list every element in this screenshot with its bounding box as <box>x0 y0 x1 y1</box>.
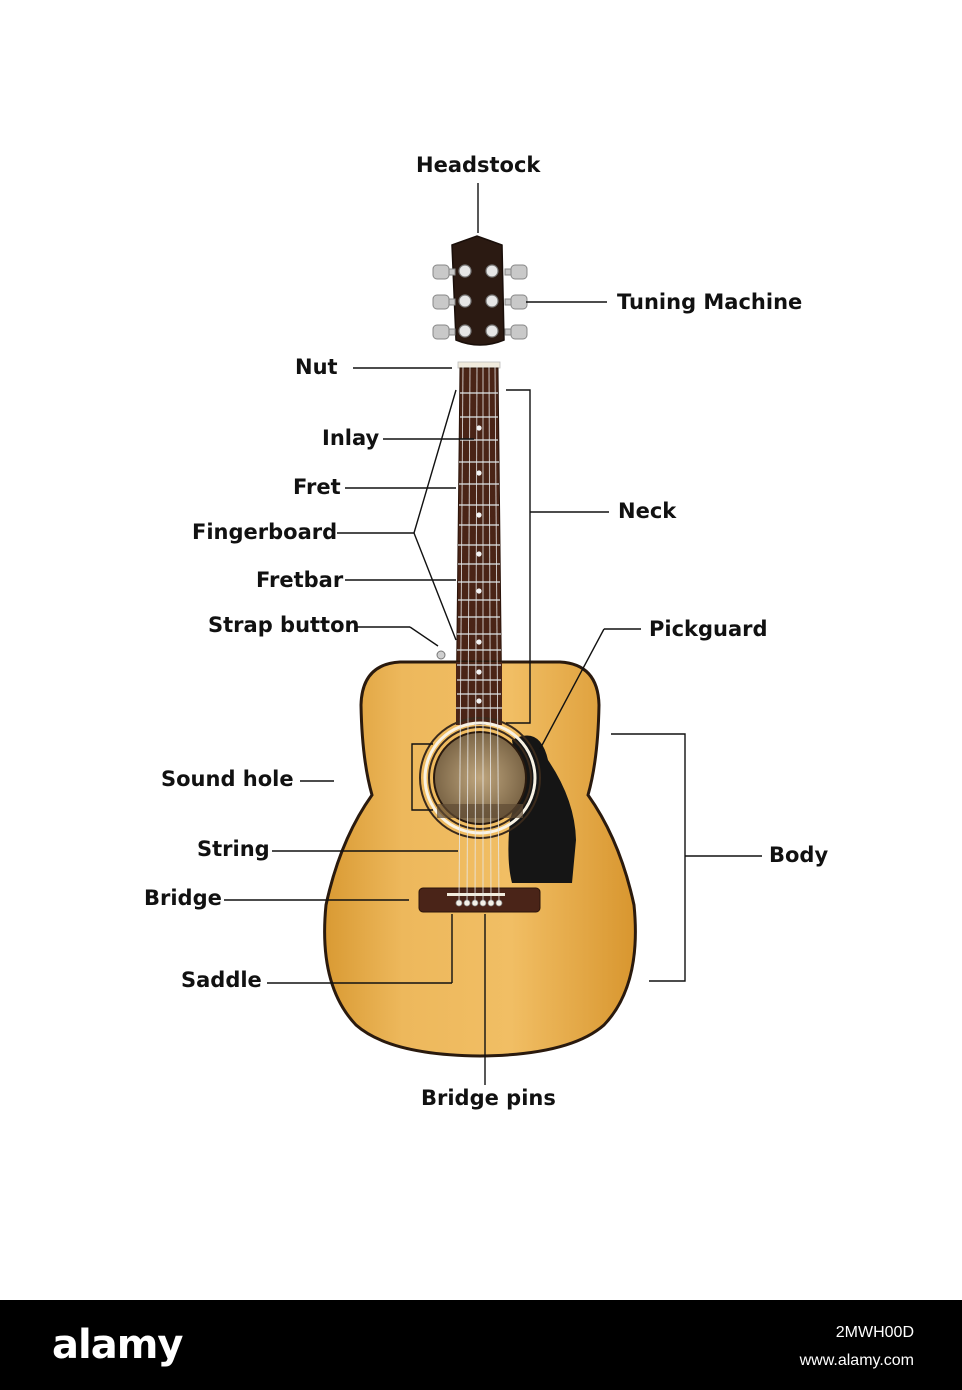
leader-lines <box>224 183 762 1085</box>
label-fingerboard: Fingerboard <box>192 520 338 544</box>
label-headstock: Headstock <box>416 153 541 177</box>
tuning-pegs <box>458 264 499 338</box>
image-id: 2MWH00D <box>835 1324 914 1341</box>
nut <box>457 361 501 369</box>
guitar-illustration <box>224 183 762 1085</box>
label-tuning-machine: Tuning Machine <box>617 290 803 314</box>
label-saddle: Saddle <box>181 968 262 992</box>
guitar-body <box>323 660 637 1058</box>
headstock <box>451 235 505 346</box>
label-nut: Nut <box>295 355 338 379</box>
label-bridge-pins: Bridge pins <box>421 1086 556 1110</box>
label-fretbar: Fretbar <box>256 568 344 592</box>
label-sound-hole: Sound hole <box>161 767 294 791</box>
label-bridge: Bridge <box>144 886 222 910</box>
tuning-machines <box>432 264 528 340</box>
label-pickguard: Pickguard <box>649 617 768 641</box>
strings <box>458 364 500 904</box>
label-string: String <box>197 837 270 861</box>
label-strap-button: Strap button <box>208 613 360 637</box>
label-inlay: Inlay <box>322 426 380 450</box>
label-neck: Neck <box>618 499 677 523</box>
site-url: www.alamy.com <box>799 1352 914 1369</box>
bridge <box>418 887 541 913</box>
strap-button <box>436 650 446 660</box>
label-fret: Fret <box>293 475 341 499</box>
label-body: Body <box>769 843 829 867</box>
saddle <box>447 893 505 896</box>
sound-hole <box>419 717 541 839</box>
guitar-anatomy-diagram: Headstock Tuning Machine Nut Inlay Fret … <box>144 153 829 1110</box>
stock-footer-bar: alamy 2MWH00D www.alamy.com <box>0 1300 962 1390</box>
alamy-logo: alamy <box>52 1322 183 1368</box>
